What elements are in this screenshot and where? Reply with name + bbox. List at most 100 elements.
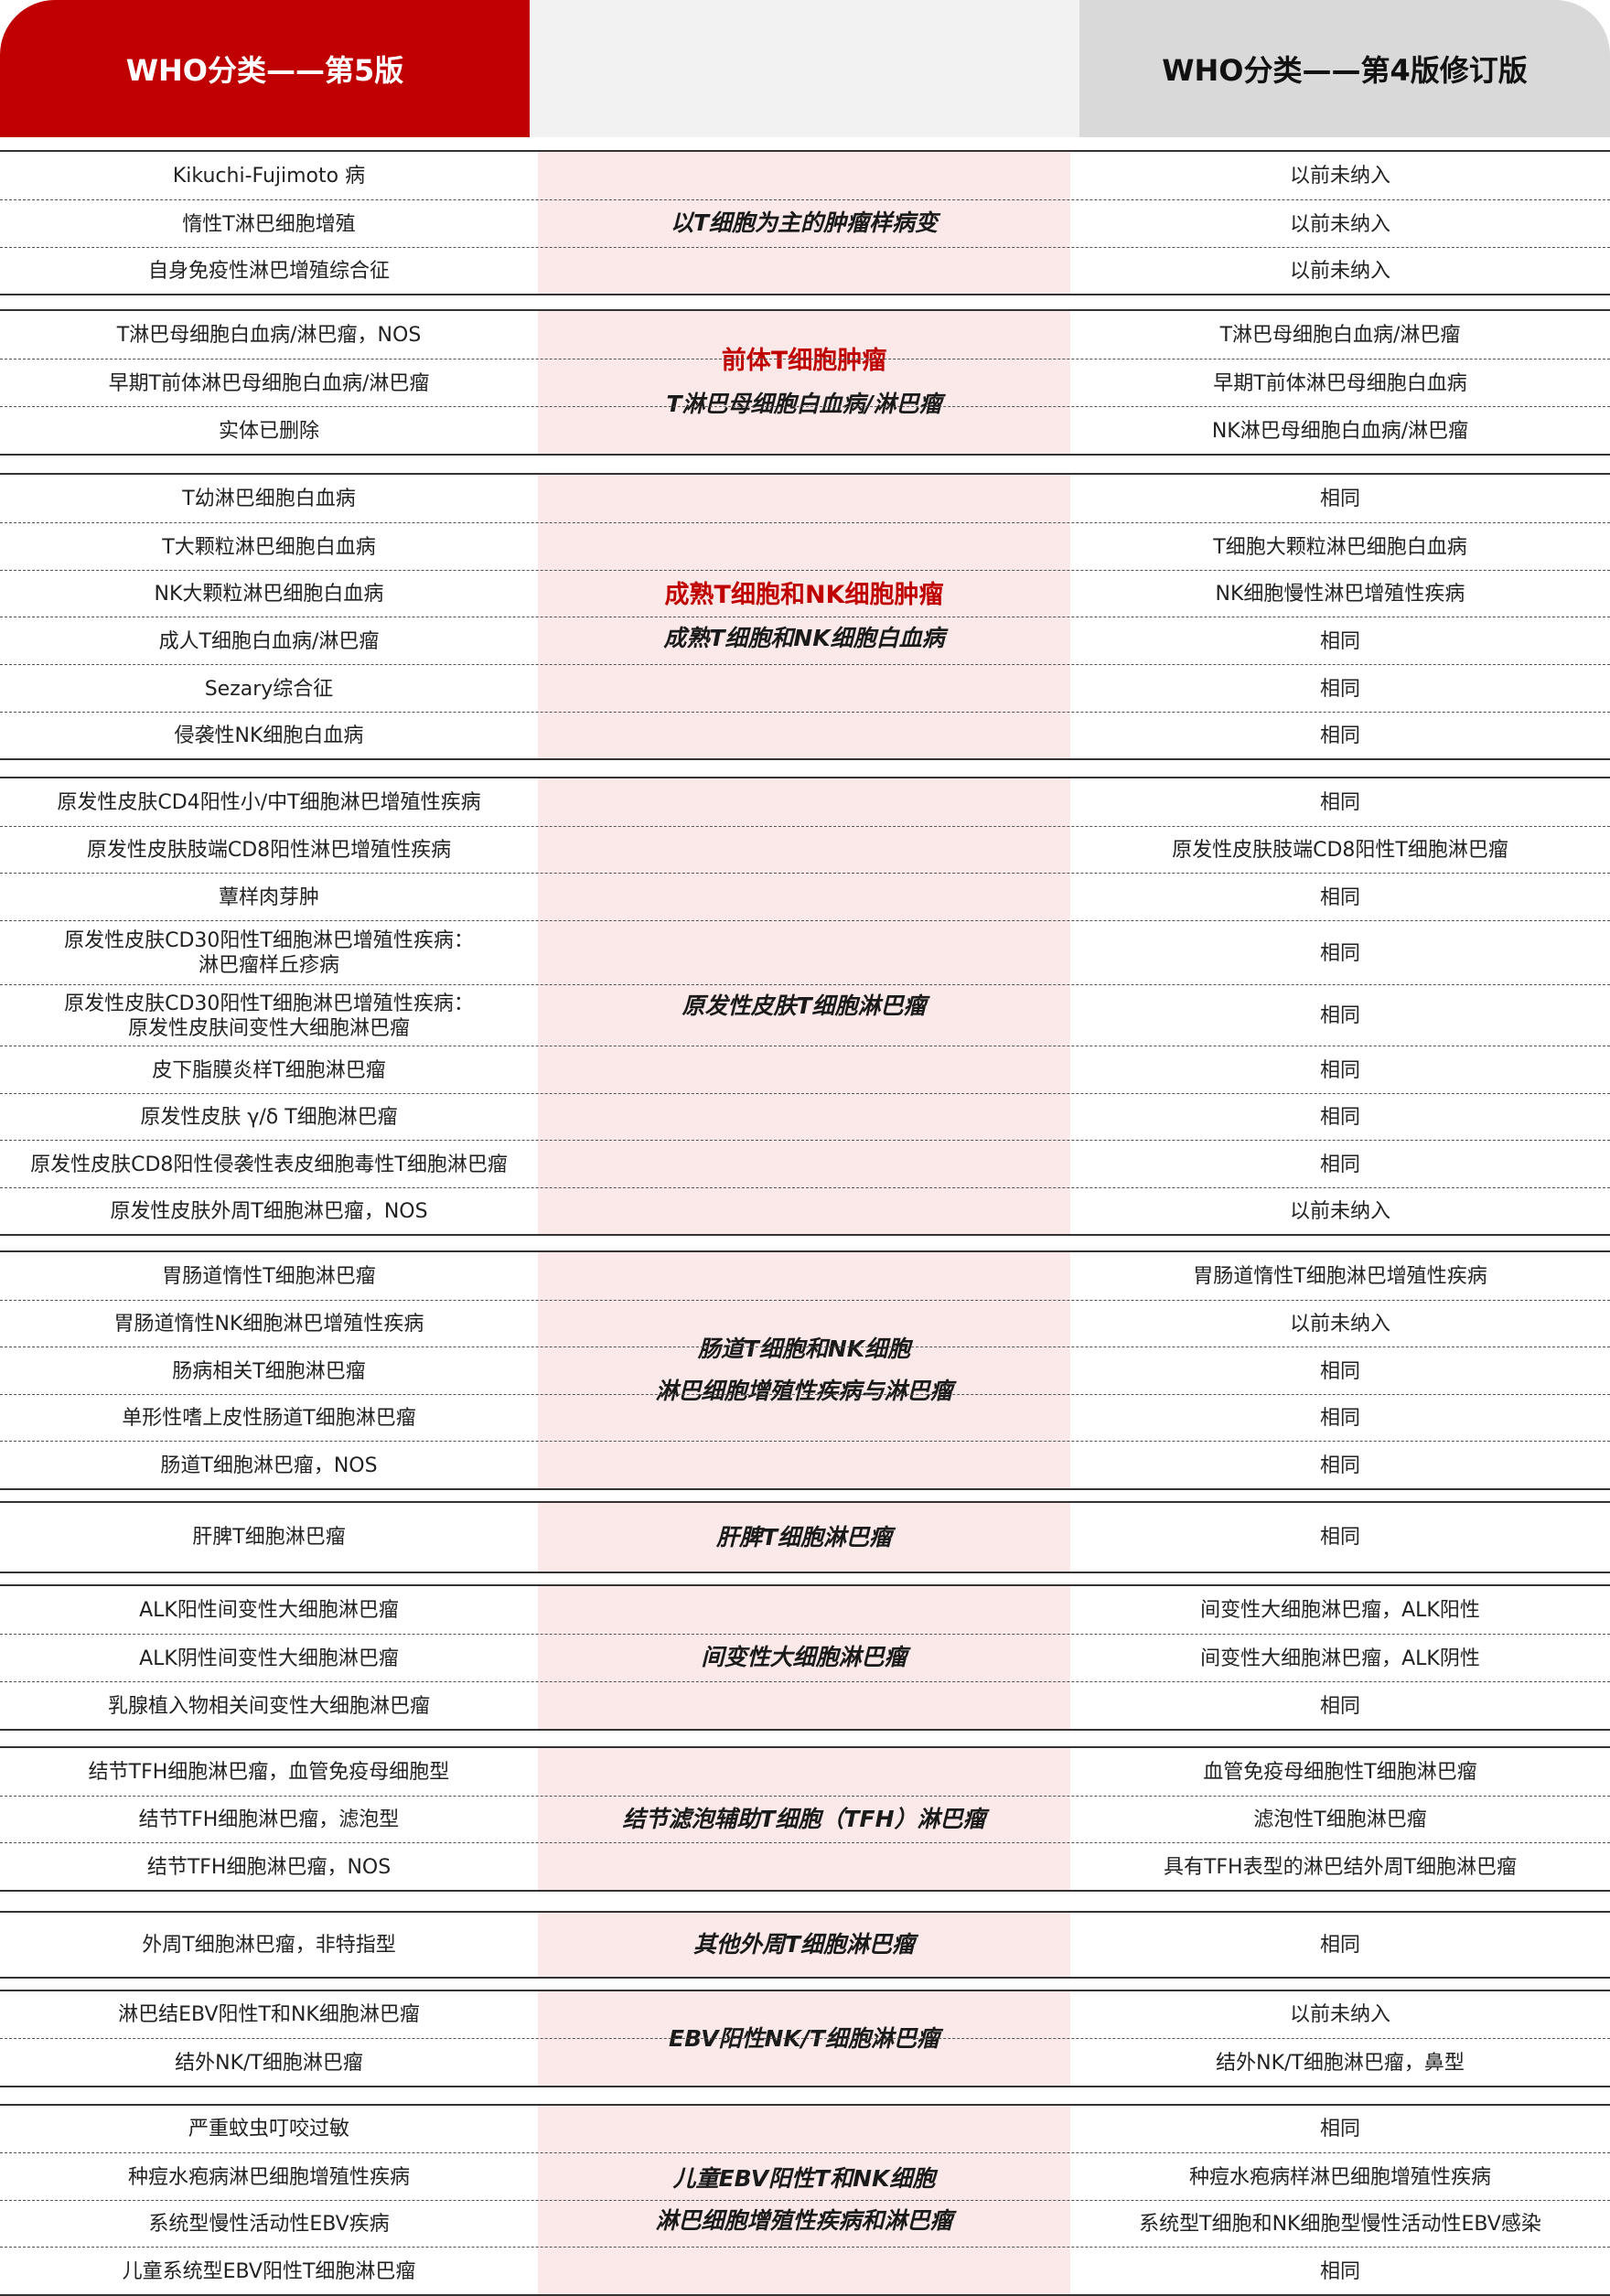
who5-entity-cell: 皮下脂膜炎样T细胞淋巴瘤 bbox=[0, 1046, 538, 1094]
who4r-entity-text: NK淋巴母细胞白血病/淋巴瘤 bbox=[1211, 419, 1469, 443]
table-row: Kikuchi-Fujimoto 病以前未纳入 bbox=[0, 152, 1610, 199]
group-category-label: 淋巴细胞增殖性疾病与淋巴瘤 bbox=[655, 1378, 953, 1404]
who4r-entity-cell: 间变性大细胞淋巴瘤，ALK阴性 bbox=[1070, 1635, 1610, 1682]
who5-entity-cell: ALK阴性间变性大细胞淋巴瘤 bbox=[0, 1635, 538, 1682]
who5-entity-cell: 蕈样肉芽肿 bbox=[0, 874, 538, 921]
who4r-entity-text: 相同 bbox=[1319, 629, 1360, 653]
who5-entity-text: 实体已删除 bbox=[218, 419, 319, 443]
who4r-entity-cell: 相同 bbox=[1070, 985, 1610, 1046]
who4r-entity-cell: 以前未纳入 bbox=[1070, 248, 1610, 295]
who5-entity-cell: 原发性皮肤肢端CD8阳性淋巴增殖性疾病 bbox=[0, 827, 538, 874]
who4r-entity-cell: 相同 bbox=[1070, 2106, 1610, 2152]
table-row: ALK阴性间变性大细胞淋巴瘤 间变性大细胞淋巴瘤，ALK阴性 bbox=[0, 1634, 1610, 1682]
who5-entity-text: 胃肠道惰性T细胞淋巴瘤 bbox=[162, 1264, 376, 1288]
who4r-entity-text: 以前未纳入 bbox=[1289, 1313, 1390, 1336]
table-row: 外周T细胞淋巴瘤，非特指型相同 bbox=[0, 1913, 1610, 1977]
who5-entity-cell: Kikuchi-Fujimoto 病 bbox=[0, 152, 538, 199]
who4r-entity-text: 相同 bbox=[1319, 2118, 1360, 2140]
who4r-entity-cell: 以前未纳入 bbox=[1070, 1991, 1610, 2038]
who5-entity-text: 成人T细胞白血病/淋巴瘤 bbox=[158, 629, 380, 653]
who4r-entity-text: T细胞大颗粒淋巴细胞白血病 bbox=[1213, 535, 1467, 559]
who4r-entity-text: 相同 bbox=[1319, 1106, 1360, 1129]
table-row: 儿童系统型EBV阳性T细胞淋巴瘤 相同 bbox=[0, 2247, 1610, 2295]
who5-entity-cell: 原发性皮肤CD30阳性T细胞淋巴增殖性疾病： 原发性皮肤间变性大细胞淋巴瘤 bbox=[0, 985, 538, 1046]
who4r-entity-cell: 间变性大细胞淋巴瘤，ALK阳性 bbox=[1070, 1586, 1610, 1634]
who5-entity-cell: 肠病相关T细胞淋巴瘤 bbox=[0, 1347, 538, 1395]
who4r-entity-text: NK细胞慢性淋巴增殖性疾病 bbox=[1215, 583, 1465, 606]
table-row: 原发性皮肤 γ/δ T细胞淋巴瘤 相同 bbox=[0, 1093, 1610, 1141]
who5-entity-text: 结节TFH细胞淋巴瘤，NOS bbox=[146, 1855, 392, 1879]
table-row: 胃肠道惰性NK细胞淋巴增殖性疾病以前未纳入 bbox=[0, 1300, 1610, 1347]
who5-entity-text: 系统型慢性活动性EBV疾病 bbox=[148, 2213, 390, 2236]
who5-entity-text: 原发性皮肤CD4阳性小/中T细胞淋巴增殖性疾病 bbox=[57, 790, 481, 814]
group-category-label: 以T细胞为主的肿瘤样病变 bbox=[670, 209, 939, 236]
who4r-entity-text: 间变性大细胞淋巴瘤，ALK阳性 bbox=[1200, 1598, 1480, 1622]
who5-entity-text: 儿童系统型EBV阳性T细胞淋巴瘤 bbox=[122, 2259, 416, 2283]
who4r-entity-cell: 相同 bbox=[1070, 2248, 1610, 2295]
who5-entity-text: 皮下脂膜炎样T细胞淋巴瘤 bbox=[152, 1058, 386, 1082]
who5-entity-text: 乳腺植入物相关间变性大细胞淋巴瘤 bbox=[107, 1694, 430, 1718]
who5-entity-text: 早期T前体淋巴母细胞白血病/淋巴瘤 bbox=[108, 371, 430, 395]
table-row: 原发性皮肤CD30阳性T细胞淋巴增殖性疾病： 原发性皮肤间变性大细胞淋巴瘤 相同 bbox=[0, 984, 1610, 1046]
who5-entity-text: 肠病相关T细胞淋巴瘤 bbox=[172, 1359, 366, 1383]
who4r-entity-cell: 相同 bbox=[1070, 475, 1610, 522]
table-row: 早期T前体淋巴母细胞白血病/淋巴瘤早期T前体淋巴母细胞白血病 bbox=[0, 359, 1610, 407]
who5-entity-text: 淋巴结EBV阳性T和NK细胞淋巴瘤 bbox=[118, 2003, 420, 2026]
group-category-label: 其他外周T细胞淋巴瘤 bbox=[692, 1931, 916, 1958]
header-middle bbox=[530, 0, 1079, 137]
who4r-entity-text: 相同 bbox=[1319, 885, 1360, 909]
who5-entity-cell: 严重蚊虫叮咬过敏 bbox=[0, 2106, 538, 2152]
table-row: 原发性皮肤CD8阳性侵袭性表皮细胞毒性T细胞淋巴瘤 相同 bbox=[0, 1140, 1610, 1188]
who5-entity-text: 侵袭性NK细胞白血病 bbox=[174, 724, 364, 747]
who5-entity-cell: 自身免疫性淋巴增殖综合征 bbox=[0, 248, 538, 295]
who5-entity-cell: 结节TFH细胞淋巴瘤，血管免疫母细胞型 bbox=[0, 1748, 538, 1796]
table-row: 成人T细胞白血病/淋巴瘤 相同 bbox=[0, 617, 1610, 665]
who4r-entity-cell: 相同 bbox=[1070, 1395, 1610, 1442]
who5-entity-text: 惰性T淋巴细胞增殖 bbox=[182, 212, 356, 236]
table-row: 原发性皮肤CD4阳性小/中T细胞淋巴增殖性疾病相同 bbox=[0, 778, 1610, 826]
who5-entity-text: 原发性皮肤CD8阳性侵袭性表皮细胞毒性T细胞淋巴瘤 bbox=[30, 1153, 508, 1176]
table-row: 乳腺植入物相关间变性大细胞淋巴瘤相同 bbox=[0, 1681, 1610, 1730]
group-category: 结节滤泡辅助T细胞（TFH）淋巴瘤 bbox=[538, 1748, 1070, 1890]
who4r-entity-text: 具有TFH表型的淋巴结外周T细胞淋巴瘤 bbox=[1163, 1855, 1518, 1879]
who5-entity-cell: 肠道T细胞淋巴瘤，NOS bbox=[0, 1442, 538, 1489]
who4r-entity-text: 相同 bbox=[1319, 2259, 1360, 2283]
who5-entity-text: 结节TFH细胞淋巴瘤，血管免疫母细胞型 bbox=[88, 1760, 450, 1784]
who4r-entity-cell: T淋巴母细胞白血病/淋巴瘤 bbox=[1070, 311, 1610, 359]
who4r-entity-text: 相同 bbox=[1319, 1526, 1360, 1549]
who5-entity-cell: 原发性皮肤CD30阳性T细胞淋巴增殖性疾病： 淋巴瘤样丘疹病 bbox=[0, 921, 538, 985]
who5-entity-text: 蕈样肉芽肿 bbox=[218, 885, 319, 909]
group-category: 肠道T细胞和NK细胞淋巴细胞增殖性疾病与淋巴瘤 bbox=[538, 1252, 1070, 1488]
who4r-entity-cell: 结外NK/T细胞淋巴瘤，鼻型 bbox=[1070, 2039, 1610, 2087]
table-row: 结节TFH细胞淋巴瘤，滤泡型滤泡性T细胞淋巴瘤 bbox=[0, 1796, 1610, 1843]
who5-entity-cell: 肝脾T细胞淋巴瘤 bbox=[0, 1503, 538, 1572]
who4r-entity-text: 以前未纳入 bbox=[1289, 2003, 1390, 2026]
who4r-entity-text: 相同 bbox=[1319, 1153, 1360, 1176]
who5-entity-cell: 实体已删除 bbox=[0, 407, 538, 455]
who4r-entity-text: 相同 bbox=[1319, 1359, 1360, 1383]
who4r-entity-text: 相同 bbox=[1319, 1058, 1360, 1082]
who4r-entity-cell: 以前未纳入 bbox=[1070, 200, 1610, 248]
table-row: 淋巴结EBV阳性T和NK细胞淋巴瘤 以前未纳入 bbox=[0, 1991, 1610, 2038]
who4r-entity-cell: 胃肠道惰性T细胞淋巴增殖性疾病 bbox=[1070, 1252, 1610, 1300]
group-category-label: 成熟T细胞和NK细胞白血病 bbox=[663, 625, 945, 651]
group-category-label: 原发性皮肤T细胞淋巴瘤 bbox=[682, 992, 927, 1019]
who5-entity-cell: 系统型慢性活动性EBV疾病 bbox=[0, 2201, 538, 2248]
who5-entity-text: 外周T细胞淋巴瘤，非特指型 bbox=[142, 1933, 396, 1957]
who4r-entity-cell: 原发性皮肤肢端CD8阳性T细胞淋巴瘤 bbox=[1070, 827, 1610, 874]
who5-entity-cell: 种痘水疱病淋巴细胞增殖性疾病 bbox=[0, 2153, 538, 2201]
who5-entity-text: 原发性皮肤CD30阳性T细胞淋巴增殖性疾病： 淋巴瘤样丘疹病 bbox=[64, 929, 474, 977]
who4r-entity-text: 相同 bbox=[1319, 1454, 1360, 1477]
who5-entity-text: 原发性皮肤 γ/δ T细胞淋巴瘤 bbox=[140, 1106, 398, 1129]
table-row: 胃肠道惰性T细胞淋巴瘤 胃肠道惰性T细胞淋巴增殖性疾病 bbox=[0, 1252, 1610, 1300]
group-category-label: 间变性大细胞淋巴瘤 bbox=[701, 1644, 907, 1670]
who5-entity-cell: 结节TFH细胞淋巴瘤，滤泡型 bbox=[0, 1797, 538, 1843]
who5-entity-cell: 原发性皮肤CD8阳性侵袭性表皮细胞毒性T细胞淋巴瘤 bbox=[0, 1141, 538, 1188]
